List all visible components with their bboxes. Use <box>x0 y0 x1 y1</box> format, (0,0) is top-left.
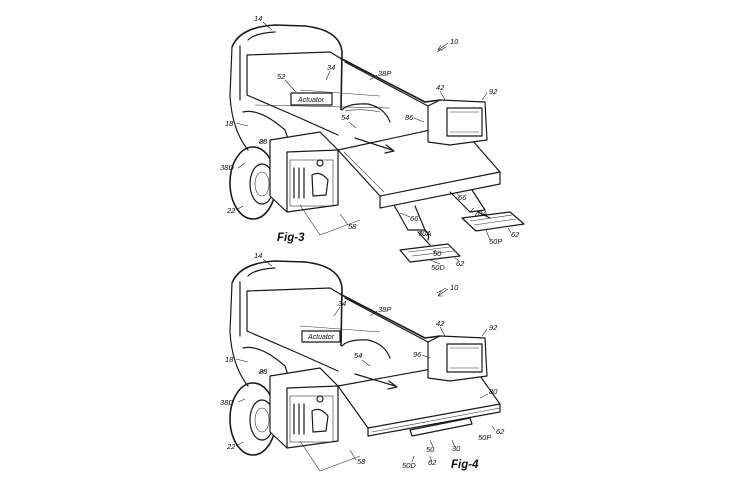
ref-70A-left: 70A <box>418 229 431 238</box>
ref-50D: 50D <box>402 461 416 470</box>
ref-58: 58 <box>357 457 366 466</box>
actuator-box-fig4 <box>301 330 341 343</box>
ref-92: 92 <box>489 323 498 332</box>
ref-22: 22 <box>226 442 236 451</box>
ref-52: 52 <box>277 72 286 81</box>
ref-38P: 38P <box>378 69 391 78</box>
ref-66-left: 66 <box>410 214 419 223</box>
ref-62-right: 62 <box>511 230 520 239</box>
ref-80: 80 <box>489 387 498 396</box>
fig3-labels: Actuator 14 10 34 52 38P 42 92 86 18 88 … <box>220 14 520 272</box>
ref-62-right: 62 <box>496 427 505 436</box>
ref-10: 10 <box>450 37 459 46</box>
fig4-labels: Actuator 14 10 34 38P 42 92 96 18 88 54 … <box>220 251 505 471</box>
ref-62-left: 62 <box>428 458 437 467</box>
actuator-label: Actuator <box>307 334 335 341</box>
ref-10-arrow-fig3 <box>437 42 449 51</box>
ref-50P: 50P <box>478 433 491 442</box>
ref-30: 30 <box>452 444 461 453</box>
ref-14: 14 <box>254 14 262 23</box>
ref-38D: 38D <box>220 163 234 172</box>
figure-4-truck-bed <box>229 260 501 472</box>
figure-3-caption: Fig-3 <box>277 232 305 244</box>
ref-86: 86 <box>405 113 414 122</box>
ref-38P: 38P <box>378 305 391 314</box>
ref-42: 42 <box>436 319 445 328</box>
ref-10-arrow-fig4 <box>437 288 449 297</box>
ref-88: 88 <box>259 137 268 146</box>
ref-34: 34 <box>327 63 335 72</box>
ref-54: 54 <box>341 113 349 122</box>
ref-88: 88 <box>259 367 268 376</box>
ref-70A-right: 70A <box>474 209 487 218</box>
leader-lines <box>235 21 512 463</box>
ref-92: 92 <box>489 87 498 96</box>
ref-50: 50 <box>426 445 435 454</box>
ref-50: 50 <box>433 249 442 258</box>
ref-50D: 50D <box>431 263 445 272</box>
ref-38D: 38D <box>220 398 234 407</box>
ref-58: 58 <box>348 222 357 231</box>
ref-62-left: 62 <box>456 259 465 268</box>
ref-96: 96 <box>413 350 422 359</box>
ref-66-right: 66 <box>458 193 467 202</box>
figure-4-caption: Fig-4 <box>451 459 479 471</box>
ref-14: 14 <box>254 251 262 260</box>
ref-34: 34 <box>338 299 346 308</box>
ref-42: 42 <box>436 83 445 92</box>
actuator-label: Actuator <box>297 97 325 104</box>
ref-54: 54 <box>354 351 362 360</box>
ref-10: 10 <box>450 283 459 292</box>
ref-22: 22 <box>226 206 236 215</box>
figure-3-truck-bed <box>229 24 525 263</box>
ref-50P: 50P <box>489 237 502 246</box>
ref-18: 18 <box>225 119 234 128</box>
ref-18: 18 <box>225 355 234 364</box>
actuator-box-fig3 <box>290 92 333 106</box>
